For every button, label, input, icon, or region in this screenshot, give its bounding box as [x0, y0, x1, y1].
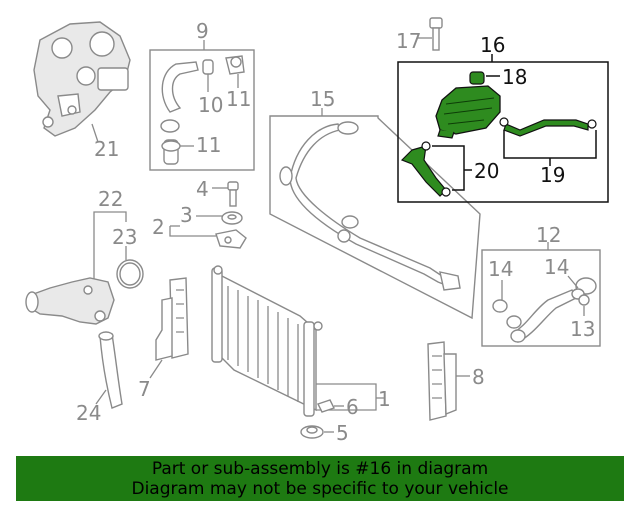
group-box-16[interactable]	[397, 54, 609, 203]
callout-18: 18	[502, 65, 527, 89]
part-11-fitting-upper[interactable]	[225, 55, 245, 75]
callout-20: 20	[474, 159, 499, 183]
callout-15: 15	[310, 87, 335, 111]
callout-16: 16	[480, 33, 505, 57]
callout-21: 21	[94, 137, 119, 161]
part-8-air-guard-right[interactable]	[427, 341, 457, 421]
callout-12: 12	[536, 223, 561, 247]
callout-19: 19	[540, 163, 565, 187]
callout-1: 1	[378, 387, 391, 411]
callout-6: 6	[346, 395, 359, 419]
callout-7: 7	[138, 377, 151, 401]
part-2-bracket[interactable]	[215, 229, 247, 249]
part-14-clamp-left[interactable]	[492, 299, 522, 329]
part-6-bracket[interactable]	[317, 399, 335, 413]
callout-24: 24	[76, 401, 101, 425]
group-box-9	[149, 40, 255, 171]
callout-17: 17	[396, 29, 421, 53]
callout-9: 9	[196, 19, 209, 43]
part-7-air-guard-left[interactable]	[155, 277, 189, 361]
callout-3: 3	[180, 203, 193, 227]
part-16-reservoir-tank[interactable]	[435, 85, 501, 139]
part-1-radiator[interactable]	[211, 265, 323, 417]
part-23-gasket[interactable]	[116, 259, 144, 289]
part-24-hose[interactable]	[98, 331, 123, 409]
part-4-bolt[interactable]	[227, 181, 239, 207]
part-22-outlet-housing[interactable]	[25, 277, 115, 325]
part-17-bolt[interactable]	[429, 17, 443, 51]
part-15-overflow-hose[interactable]	[279, 121, 461, 291]
callout-8: 8	[472, 365, 485, 389]
callout-10: 10	[198, 93, 223, 117]
callout-14-right: 14	[544, 255, 569, 279]
part-5-mount-insulator[interactable]	[300, 425, 324, 439]
callout-11-lower: 11	[196, 133, 221, 157]
part-19-hose[interactable]	[499, 117, 597, 137]
banner-line-1: Part or sub-assembly is #16 in diagram	[151, 459, 489, 479]
disclaimer-banner: Part or sub-assembly is #16 in diagram D…	[16, 456, 624, 501]
callout-14-left: 14	[488, 257, 513, 281]
callout-2: 2	[152, 215, 165, 239]
group-box-12	[481, 242, 601, 347]
part-3-grommet[interactable]	[221, 211, 243, 225]
part-20-hose[interactable]	[400, 141, 451, 197]
group-box-15	[269, 108, 481, 320]
part-21-water-pump[interactable]	[33, 21, 131, 137]
callout-23: 23	[112, 225, 137, 249]
callout-13: 13	[570, 317, 595, 341]
part-9-bypass-hose[interactable]	[161, 61, 199, 113]
part-11-fitting-lower[interactable]	[160, 119, 181, 165]
banner-line-2: Diagram may not be specific to your vehi…	[131, 479, 509, 499]
callout-5: 5	[336, 421, 349, 445]
callout-11-upper: 11	[226, 87, 251, 111]
part-13-fitting[interactable]	[578, 294, 590, 306]
part-18-cap[interactable]	[469, 71, 485, 85]
part-10-clamp[interactable]	[202, 59, 214, 75]
callout-22: 22	[98, 187, 123, 211]
callout-4: 4	[196, 177, 209, 201]
